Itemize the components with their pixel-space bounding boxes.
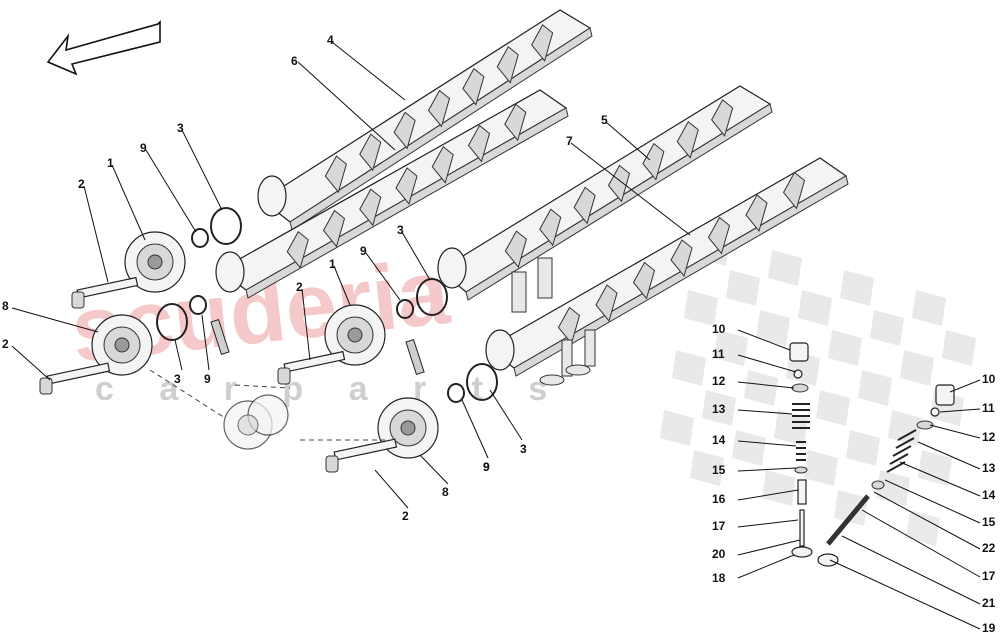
callout-10: 10 <box>982 372 996 386</box>
bolt-2d <box>325 438 398 473</box>
dashed-guide-lines <box>149 369 385 441</box>
camshaft-end-journals <box>215 175 515 371</box>
callout-8: 8 <box>2 299 9 313</box>
callout-17: 17 <box>982 569 996 583</box>
callout-10: 10 <box>712 322 726 336</box>
callout-3: 3 <box>177 121 184 135</box>
callout-2: 2 <box>296 280 303 294</box>
bolt-2c <box>277 350 346 385</box>
callout-19: 19 <box>982 621 996 635</box>
watermark-sub: c a r p a r t s <box>95 370 565 408</box>
callout-14: 14 <box>982 488 996 502</box>
callout-16: 16 <box>712 492 726 506</box>
callout-18: 18 <box>712 571 726 585</box>
callout-11: 11 <box>982 401 995 415</box>
callout-11: 11 <box>712 347 725 361</box>
callout-3: 3 <box>174 372 181 386</box>
callout-13: 13 <box>712 402 726 416</box>
callout-17: 17 <box>712 519 726 533</box>
callout-9: 9 <box>140 141 147 155</box>
callout-9: 9 <box>483 460 490 474</box>
leader-lines <box>11 41 981 630</box>
callout-9: 9 <box>204 372 211 386</box>
variator-gear-1a <box>124 231 186 293</box>
callout-1: 1 <box>329 257 336 271</box>
callout-5: 5 <box>601 113 608 127</box>
valve-set-center <box>511 257 596 386</box>
callout-7: 7 <box>566 134 573 148</box>
callout-14: 14 <box>712 433 726 447</box>
keepers <box>210 318 425 376</box>
callout-3: 3 <box>520 442 527 456</box>
bolt-2b <box>39 362 111 395</box>
variator-gear-8a <box>91 314 153 376</box>
callout-2: 2 <box>78 177 85 191</box>
callout-20: 20 <box>712 547 726 561</box>
callout-2: 2 <box>402 509 409 523</box>
seal-rings <box>156 207 498 403</box>
callout-6: 6 <box>291 54 298 68</box>
callout-15: 15 <box>982 515 996 529</box>
camshaft-intake-left <box>260 9 593 231</box>
callout-15: 15 <box>712 463 726 477</box>
callout-4: 4 <box>327 33 334 47</box>
callout-12: 12 <box>712 374 726 388</box>
camshaft-exhaust-right <box>486 157 849 377</box>
direction-arrow <box>46 20 161 76</box>
callout-22: 22 <box>982 541 996 555</box>
bolt-2a <box>71 276 139 309</box>
callout-3: 3 <box>397 223 404 237</box>
callout-9: 9 <box>360 244 367 258</box>
callout-13: 13 <box>982 461 996 475</box>
watermark-flag <box>660 230 976 546</box>
callout-9: 9 <box>483 460 490 474</box>
callout-labels: 4 6 5 7 3 9 1 2 8 2 3 9 3 9 1 2 9 3 9 8 … <box>2 33 996 635</box>
variator-gear-1b <box>324 304 386 366</box>
callout-21: 21 <box>982 596 996 610</box>
drive-gear-cluster <box>223 394 289 450</box>
callout-8: 8 <box>442 485 449 499</box>
callout-12: 12 <box>982 430 996 444</box>
valve-stack-2 <box>817 384 955 567</box>
camshaft-exhaust-left <box>218 89 569 299</box>
callout-2: 2 <box>2 337 9 351</box>
callout-1: 1 <box>107 156 114 170</box>
